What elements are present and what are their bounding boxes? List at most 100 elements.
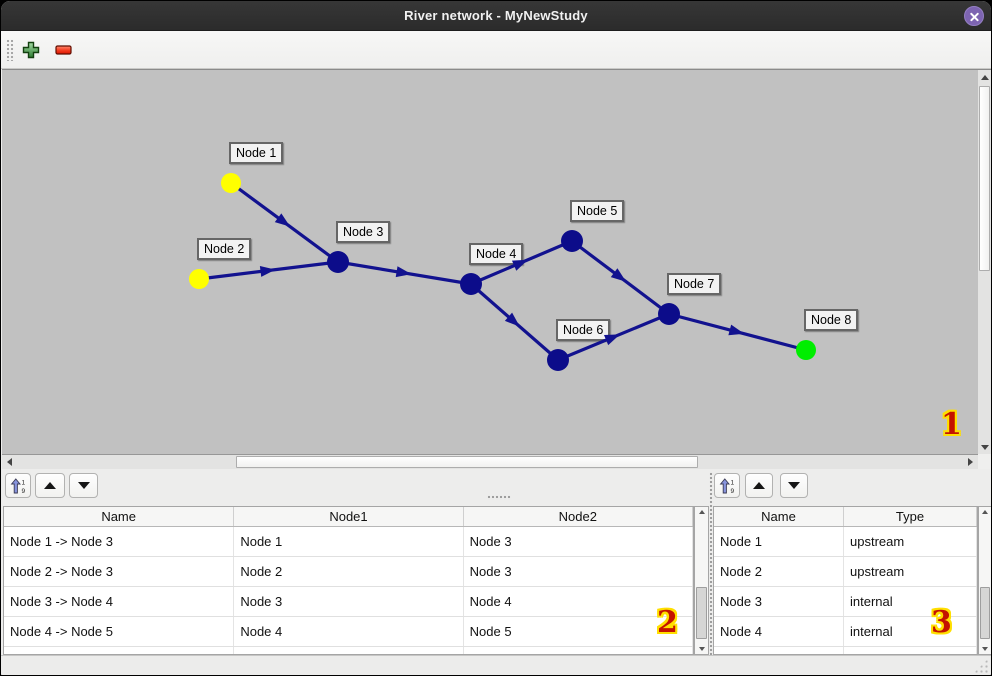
nodes-sort-button[interactable]: 1 9 bbox=[714, 473, 740, 498]
table-cell: Node 4 -> Node 5 bbox=[4, 617, 235, 646]
table-row-partial bbox=[714, 647, 977, 654]
node-node-2[interactable] bbox=[189, 269, 209, 289]
green-plus-icon bbox=[22, 41, 40, 59]
column-header-node2[interactable]: Node2 bbox=[464, 507, 693, 526]
scroll-down-button[interactable] bbox=[978, 440, 991, 454]
main-toolbar bbox=[1, 31, 991, 69]
table-cell bbox=[234, 647, 464, 654]
svg-text:9: 9 bbox=[22, 488, 26, 495]
arrow-left-icon bbox=[7, 458, 12, 466]
titlebar[interactable]: River network - MyNewStudy bbox=[1, 1, 991, 31]
node-node-5[interactable] bbox=[561, 230, 583, 252]
node-label: Node 2 bbox=[197, 238, 252, 260]
sort-ascending-icon: 1 9 bbox=[719, 477, 735, 495]
remove-node-button[interactable] bbox=[51, 37, 77, 63]
arrow-down-icon bbox=[788, 482, 800, 489]
river-link[interactable] bbox=[198, 260, 339, 281]
nodes-move-up-button[interactable] bbox=[745, 473, 773, 498]
table-row-partial bbox=[4, 647, 693, 654]
links-table-scrollbar[interactable] bbox=[694, 506, 709, 655]
arrow-down-icon bbox=[982, 647, 988, 651]
table-cell: Node 4 bbox=[714, 617, 845, 646]
node-node-7[interactable] bbox=[658, 303, 680, 325]
vertical-scroll-thumb[interactable] bbox=[979, 86, 990, 271]
nodes-table-header: Name Type bbox=[714, 507, 977, 527]
nodes-move-down-button[interactable] bbox=[780, 473, 808, 498]
river-link[interactable] bbox=[337, 260, 472, 286]
table-cell: Node 2 bbox=[234, 557, 464, 586]
node-node-4[interactable] bbox=[460, 273, 482, 295]
resize-grip[interactable] bbox=[974, 659, 988, 673]
links-move-up-button[interactable] bbox=[35, 473, 65, 498]
scroll-left-button[interactable] bbox=[2, 455, 17, 469]
links-move-down-button[interactable] bbox=[69, 473, 98, 498]
scroll-up-button[interactable] bbox=[979, 510, 991, 514]
svg-text:1: 1 bbox=[22, 479, 26, 486]
node-node-1[interactable] bbox=[221, 173, 241, 193]
table-cell: internal bbox=[844, 617, 977, 646]
table-cell: Node 4 bbox=[464, 587, 693, 616]
node-label: Node 6 bbox=[556, 319, 611, 341]
add-node-button[interactable] bbox=[18, 37, 44, 63]
nodes-table-scrollbar[interactable] bbox=[978, 506, 991, 655]
scroll-right-button[interactable] bbox=[963, 455, 978, 469]
flow-direction-arrow-icon bbox=[504, 312, 520, 327]
river-link[interactable] bbox=[571, 239, 670, 316]
column-header-node1[interactable]: Node1 bbox=[234, 507, 464, 526]
horizontal-scroll-thumb[interactable] bbox=[236, 456, 698, 468]
sort-ascending-icon: 1 9 bbox=[10, 477, 26, 495]
column-header-type[interactable]: Type bbox=[844, 507, 977, 526]
status-bar bbox=[1, 655, 991, 675]
canvas-horizontal-scrollbar[interactable] bbox=[2, 454, 978, 469]
table-cell: Node 3 bbox=[234, 587, 464, 616]
node-label: Node 1 bbox=[229, 142, 284, 164]
table-cell: Node 3 bbox=[464, 527, 693, 556]
scroll-up-button[interactable] bbox=[695, 510, 708, 514]
table-cell: upstream bbox=[844, 527, 977, 556]
links-table-header: Name Node1 Node2 bbox=[4, 507, 693, 527]
scroll-thumb[interactable] bbox=[696, 587, 707, 639]
node-node-6[interactable] bbox=[547, 349, 569, 371]
table-cell: Node 2 -> Node 3 bbox=[4, 557, 235, 586]
close-button[interactable] bbox=[964, 6, 984, 26]
toolbar-drag-handle[interactable] bbox=[6, 39, 14, 61]
river-link[interactable] bbox=[469, 282, 560, 362]
scroll-down-button[interactable] bbox=[695, 647, 708, 651]
node-node-8[interactable] bbox=[796, 340, 816, 360]
table-cell: internal bbox=[844, 587, 977, 616]
arrow-up-icon bbox=[753, 482, 765, 489]
column-header-name[interactable]: Name bbox=[714, 507, 845, 526]
table-cell: Node 4 bbox=[234, 617, 464, 646]
scroll-down-button[interactable] bbox=[979, 647, 991, 651]
flow-direction-arrow-icon bbox=[259, 266, 276, 277]
canvas-vertical-scrollbar[interactable] bbox=[978, 69, 991, 454]
table-cell: Node 2 bbox=[714, 557, 845, 586]
links-sort-button[interactable]: 1 9 bbox=[5, 473, 31, 498]
window-title: River network - MyNewStudy bbox=[404, 8, 588, 23]
column-header-name[interactable]: Name bbox=[4, 507, 235, 526]
node-node-3[interactable] bbox=[327, 251, 349, 273]
table-cell bbox=[4, 647, 235, 654]
red-minus-icon bbox=[55, 45, 72, 55]
flow-direction-arrow-icon bbox=[395, 266, 412, 278]
horizontal-splitter-handle[interactable] bbox=[487, 495, 511, 500]
vertical-splitter-handle[interactable] bbox=[709, 472, 714, 656]
node-label: Node 8 bbox=[804, 309, 859, 331]
scroll-up-button[interactable] bbox=[978, 70, 991, 84]
annotation-mark-3: 3 bbox=[931, 605, 952, 640]
table-cell: Node 3 bbox=[714, 587, 845, 616]
scroll-thumb[interactable] bbox=[980, 587, 990, 639]
table-cell: Node 1 bbox=[714, 527, 845, 556]
river-link[interactable] bbox=[668, 312, 807, 352]
